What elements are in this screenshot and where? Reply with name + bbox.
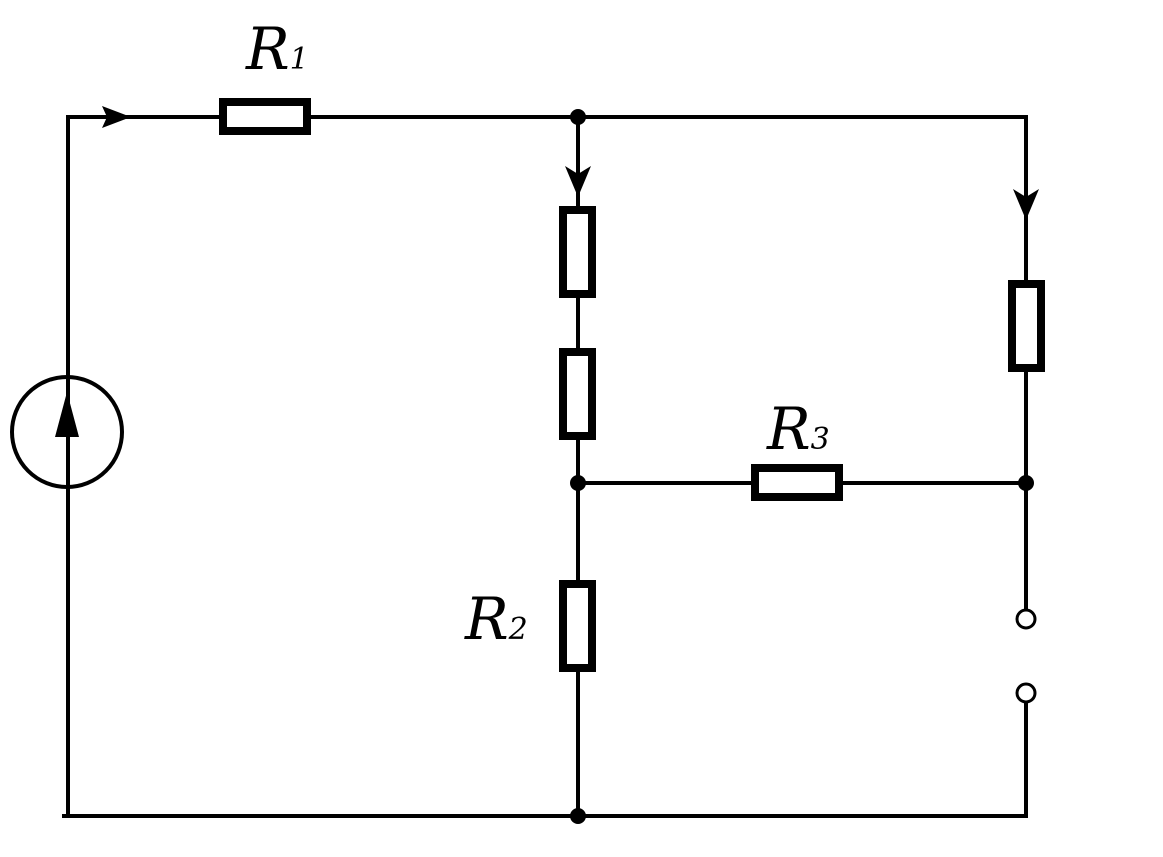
- label-r1: R1: [246, 20, 309, 78]
- resistor-r3: [751, 464, 843, 501]
- junction-dot-icon: [570, 475, 586, 491]
- label-r2-subscript: 2: [508, 612, 528, 647]
- open-terminal-icon: [1015, 682, 1037, 704]
- label-r2: R2: [465, 590, 528, 648]
- arrow-right-down-icon: [1013, 189, 1039, 220]
- current-source-icon: [10, 375, 124, 489]
- junction-dot-icon: [570, 808, 586, 824]
- label-r3-subscript: 3: [810, 422, 830, 457]
- resistor-r2: [559, 580, 596, 672]
- current-direction-arrows: [102, 106, 1039, 220]
- arrow-middle-down-icon: [565, 166, 591, 197]
- resistor-middle-upper: [559, 206, 596, 298]
- resistor-middle-lower: [559, 348, 596, 440]
- label-r3: R3: [767, 400, 830, 458]
- label-r2-letter: R: [465, 585, 509, 653]
- resistor-right: [1008, 280, 1045, 372]
- label-r1-letter: R: [246, 15, 290, 83]
- resistors: [219, 98, 1045, 672]
- label-r3-letter: R: [767, 395, 811, 463]
- junction-nodes: [570, 109, 1034, 824]
- resistor-r1: [219, 98, 311, 135]
- open-terminal-icon: [1015, 608, 1037, 630]
- junction-dot-icon: [570, 109, 586, 125]
- open-terminals: [1015, 608, 1037, 704]
- wires: [62, 115, 1028, 818]
- label-r1-subscript: 1: [289, 42, 309, 77]
- arrow-top-right-icon: [102, 106, 131, 128]
- junction-dot-icon: [1018, 475, 1034, 491]
